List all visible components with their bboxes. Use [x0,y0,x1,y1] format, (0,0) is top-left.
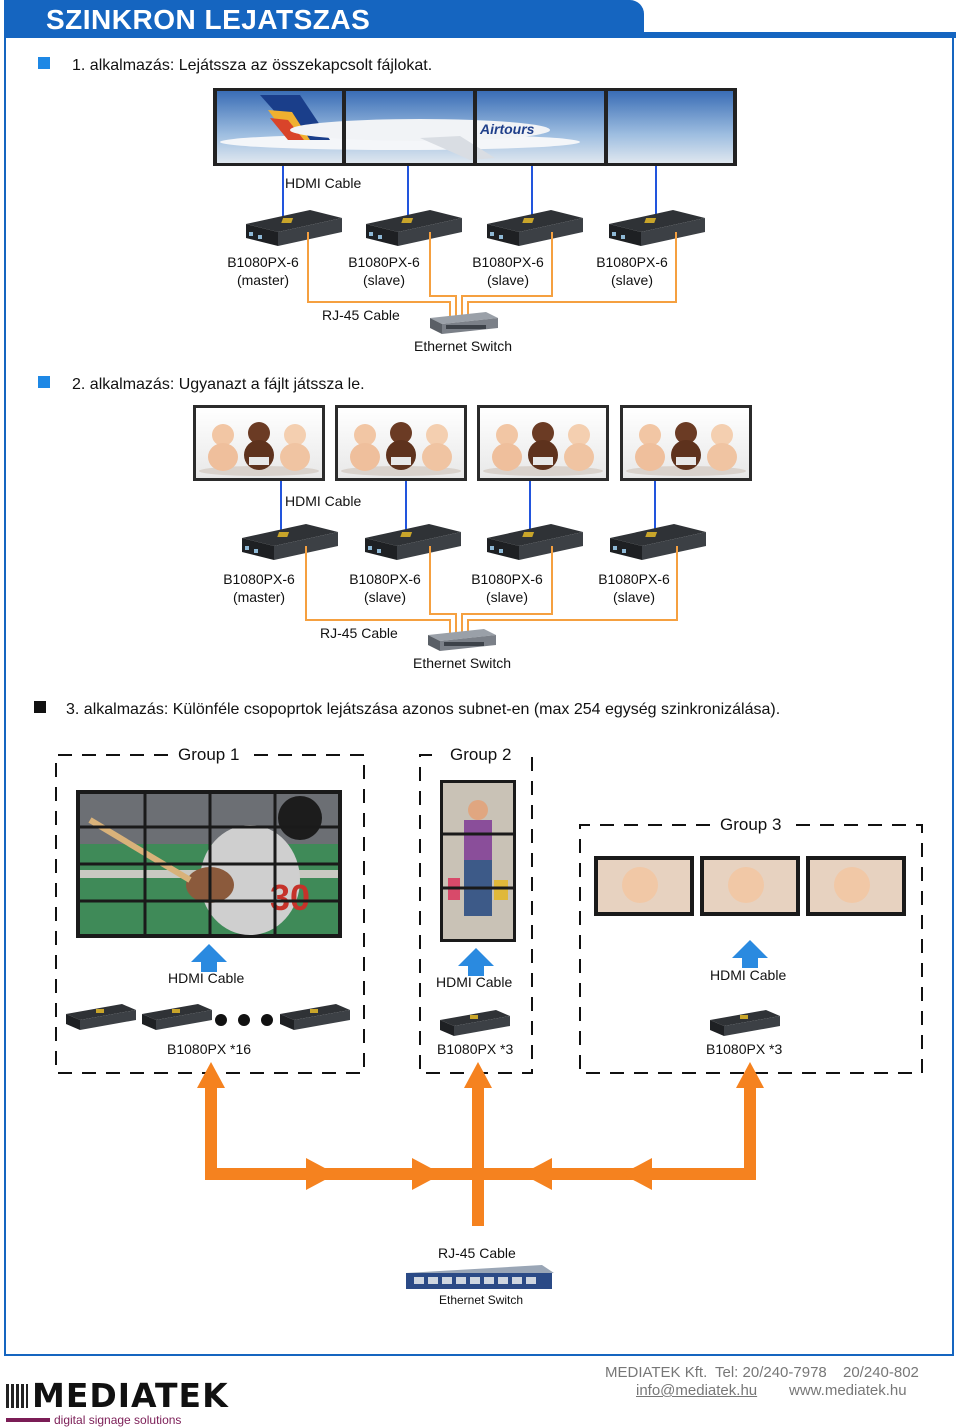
rj45-cable-label: RJ-45 Cable [320,625,398,641]
hdmi-cable-label: HDMI Cable [285,175,362,191]
footer-email-link[interactable]: info@mediatek.hu [636,1382,758,1399]
footer-web-link[interactable]: www.mediatek.hu [789,1382,907,1399]
header-rule [4,32,956,38]
device-label-slave: B1080PX-6(slave) [472,254,544,288]
header-tab [4,0,644,38]
device-label-master: B1080PX-6(master) [227,254,299,288]
ethernet-switch-label: Ethernet Switch [413,655,512,671]
device-label-slave: B1080PX-6(slave) [348,254,420,288]
logo: MEDIATEK digital signage solutions [6,1376,229,1427]
app3-text: 3. alkalmazás: Különféle csopoprtok lejá… [66,701,781,718]
footer-company: MEDIATEK Kft. [605,1364,708,1381]
rj45-cable-label: RJ-45 Cable [438,1245,516,1261]
hdmi-cable-label: HDMI Cable [285,493,362,509]
bullet-icon [34,701,46,713]
rj45-cable-label: RJ-45 Cable [322,307,400,323]
app1-diagram: Airtours [213,88,737,334]
svg-text:30: 30 [270,877,310,918]
device-count-label: B1080PX *3 [706,1041,783,1057]
app2-text: 2. alkalmazás: Ugyanazt a fájlt játssza … [72,376,365,393]
hdmi-cable-label: HDMI Cable [168,970,245,986]
app3-diagram: 30 [55,754,923,1289]
hdmi-cable-label: HDMI Cable [436,974,513,990]
group-2-label: Group 2 [448,745,514,765]
app1-text: 1. alkalmazás: Lejátssza az összekapcsol… [72,57,433,74]
ethernet-switch-label: Ethernet Switch [439,1293,524,1307]
bullet-icon [38,57,50,69]
device-label-master: B1080PX-6(master) [223,571,295,605]
logo-text: MEDIATEK [32,1376,229,1415]
page-frame [4,38,954,1356]
device-label-slave: B1080PX-6(slave) [598,571,670,605]
page-title: SZINKRON LEJATSZAS [46,4,371,35]
hdmi-cable-label: HDMI Cable [710,967,787,983]
svg-text:Airtours: Airtours [479,121,535,137]
logo-tagline: digital signage solutions [54,1413,182,1427]
group-3-label: Group 3 [718,815,784,835]
device-count-label: B1080PX *3 [437,1041,514,1057]
device-label-slave: B1080PX-6(slave) [349,571,421,605]
app2-diagram [193,405,752,651]
device-label-slave: B1080PX-6(slave) [596,254,668,288]
bullet-icon [38,376,50,388]
device-count-label: B1080PX *16 [167,1041,252,1057]
footer-tel2: 20/240-802 [843,1364,919,1381]
group-1-label: Group 1 [176,745,242,765]
logo-mark-icon [6,1383,28,1408]
footer-tel: Tel: 20/240-7978 [715,1364,827,1381]
ethernet-switch-label: Ethernet Switch [414,338,513,354]
device-label-slave: B1080PX-6(slave) [471,571,543,605]
